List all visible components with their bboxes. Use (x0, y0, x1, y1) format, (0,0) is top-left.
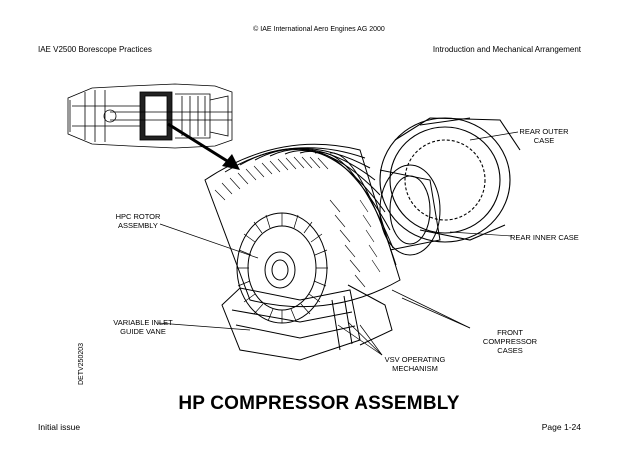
lower-case-art (221, 284, 393, 361)
callout-front-compressor-cases: FRONT COMPRESSOR CASES (482, 328, 538, 355)
callout-hpc-rotor-assembly: HPC ROTOR ASSEMBLY (115, 212, 161, 230)
hpc-rotor-art (236, 212, 328, 324)
copyright-notice: © IAE International Aero Engines AG 2000 (253, 26, 385, 33)
figure-title: HP COMPRESSOR ASSEMBLY (178, 393, 460, 414)
callout-rear-inner-case: REAR INNER CASE (510, 233, 579, 242)
compressor-drum-art (204, 143, 401, 308)
leader-lines (157, 131, 519, 356)
page-number: Page 1-24 (541, 422, 581, 432)
figure-reference-code: DETV250203 (78, 342, 85, 385)
document-title: IAE V2500 Borescope Practices (38, 45, 152, 54)
rear-inner-case-art (379, 164, 441, 256)
section-title: Introduction and Mechanical Arrangement (432, 45, 581, 54)
issue-status: Initial issue (38, 422, 81, 432)
pointer-arrow (167, 122, 240, 170)
callout-variable-inlet-guide-vane: VARIABLE INLET GUIDE VANE (113, 318, 173, 336)
callout-rear-outer-case: REAR OUTER CASE (519, 127, 569, 145)
blade-hatching (214, 156, 381, 288)
rear-outer-case-art (379, 117, 521, 243)
engine-thumbnail (67, 83, 233, 149)
callout-vsv-operating-mechanism: VSV OPERATING MECHANISM (384, 355, 446, 373)
